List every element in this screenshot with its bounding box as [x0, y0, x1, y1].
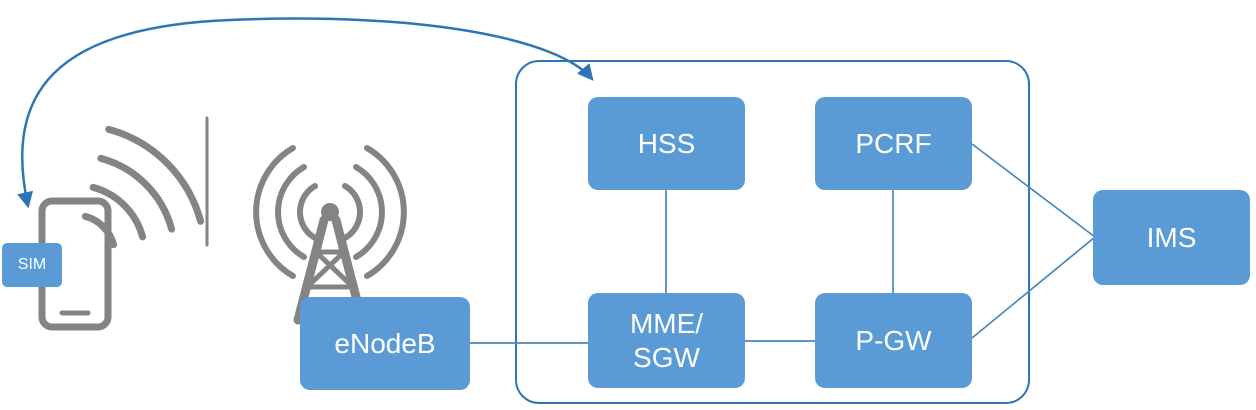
antenna-tower-icon: [253, 145, 407, 325]
pgw-ims-link: [971, 236, 1096, 339]
node-mme-sgw: MME/ SGW: [588, 293, 745, 388]
node-pcrf: PCRF: [815, 97, 972, 190]
node-hss: HSS: [588, 97, 745, 190]
sim-hss-auth-arrow: [17, 17, 594, 209]
connector-lines: [470, 143, 1096, 344]
node-enodeb: eNodeB: [300, 297, 470, 390]
epc-core-container: [515, 60, 1030, 404]
pcrf-ims-link: [971, 143, 1096, 238]
signal-waves-icon: [81, 125, 205, 249]
node-pgw: P-GW: [815, 293, 972, 388]
node-sim: SIM: [2, 243, 62, 287]
node-ims: IMS: [1093, 190, 1250, 285]
